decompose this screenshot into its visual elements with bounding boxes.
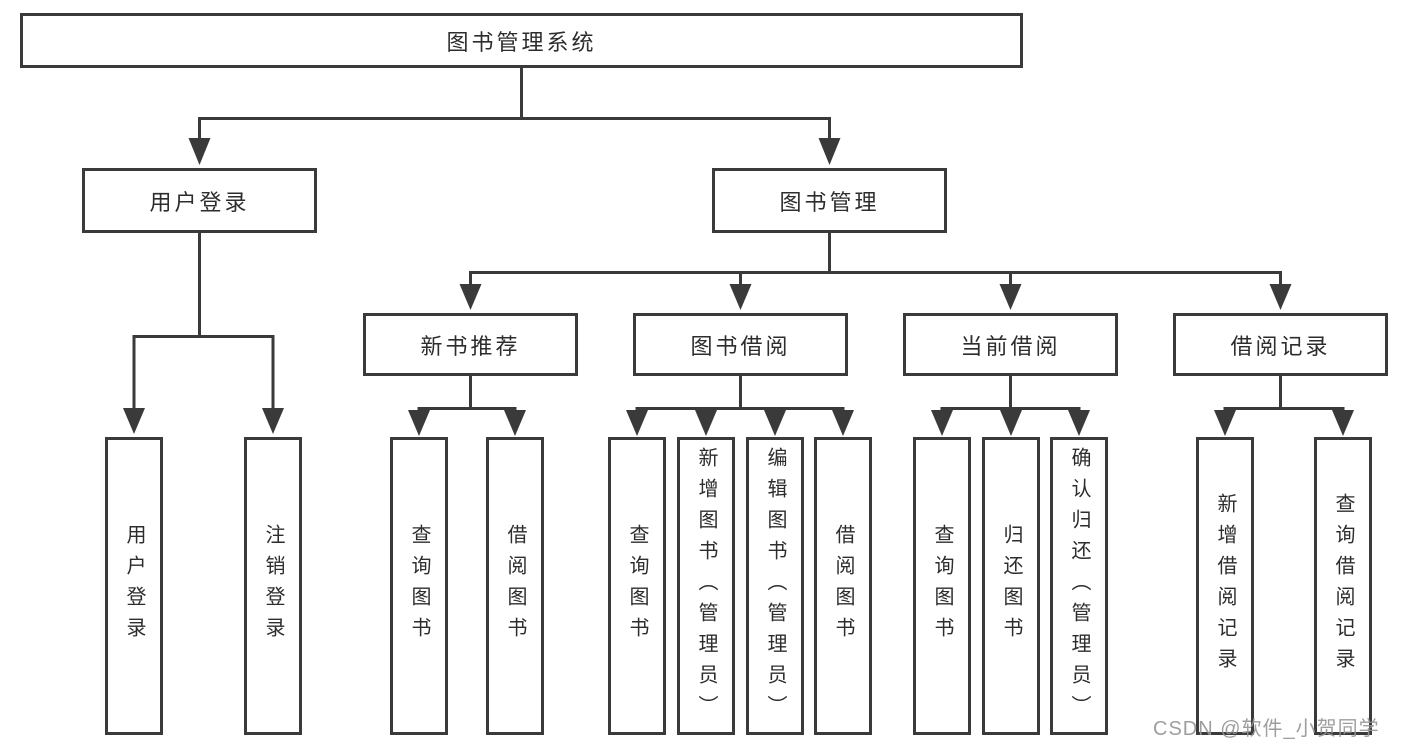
arrowhead: [764, 410, 786, 436]
arrowhead: [123, 408, 145, 434]
arrowhead: [408, 410, 430, 436]
arrowhead: [262, 408, 284, 434]
connector-borrowing-children: [626, 374, 854, 436]
leaf-add-borrow-record: 新增借阅记录: [1196, 437, 1254, 735]
arrowhead: [695, 410, 717, 436]
connector-records-children: [1214, 374, 1354, 436]
arrowhead: [504, 410, 526, 436]
node-current-borrowing: 当前借阅: [903, 313, 1118, 376]
node-new-book-recommend: 新书推荐: [363, 313, 578, 376]
connector-book-mgmt-children: [459, 232, 1292, 310]
node-book-borrowing: 图书借阅: [633, 313, 848, 376]
leaf-query-borrow-record: 查询借阅记录: [1314, 437, 1372, 735]
arrowhead: [459, 284, 482, 310]
arrowhead: [931, 410, 953, 436]
leaf-query-books-recommend: 查询图书: [390, 437, 448, 735]
node-user-login-module: 用户登录: [82, 168, 317, 233]
watermark-text: CSDN @软件_小贺同学: [1153, 718, 1380, 740]
connector-recommend-children: [408, 374, 526, 436]
arrowhead: [1000, 410, 1022, 436]
node-borrowing-records: 借阅记录: [1173, 313, 1388, 376]
node-library-system: 图书管理系统: [20, 13, 1023, 68]
connector-user-login-children: [123, 232, 284, 434]
arrowhead: [1068, 410, 1090, 436]
leaf-borrow-books-borrowing: 借阅图书: [814, 437, 872, 735]
arrowhead: [1214, 410, 1236, 436]
arrowhead: [188, 138, 211, 165]
leaf-edit-book-admin: 编辑图书（管理员）: [746, 437, 804, 735]
arrowhead: [1332, 410, 1354, 436]
leaf-confirm-return-admin: 确认归还（管理员）: [1050, 437, 1108, 735]
leaf-logout: 注销登录: [244, 437, 302, 735]
arrowhead: [999, 284, 1022, 310]
arrowhead: [1269, 284, 1292, 310]
leaf-borrow-books-recommend: 借阅图书: [486, 437, 544, 735]
arrowhead: [626, 410, 648, 436]
arrowhead: [818, 138, 841, 165]
arrowhead: [832, 410, 854, 436]
arrowhead: [729, 284, 752, 310]
leaf-user-login: 用户登录: [105, 437, 163, 735]
leaf-query-books-current: 查询图书: [913, 437, 971, 735]
node-book-management-module: 图书管理: [712, 168, 947, 233]
connector-current-children: [931, 374, 1090, 436]
leaf-query-books-borrowing: 查询图书: [608, 437, 666, 735]
leaf-add-book-admin: 新增图书（管理员）: [677, 437, 735, 735]
connector-root-to-level2: [188, 68, 841, 165]
leaf-return-book: 归还图书: [982, 437, 1040, 735]
